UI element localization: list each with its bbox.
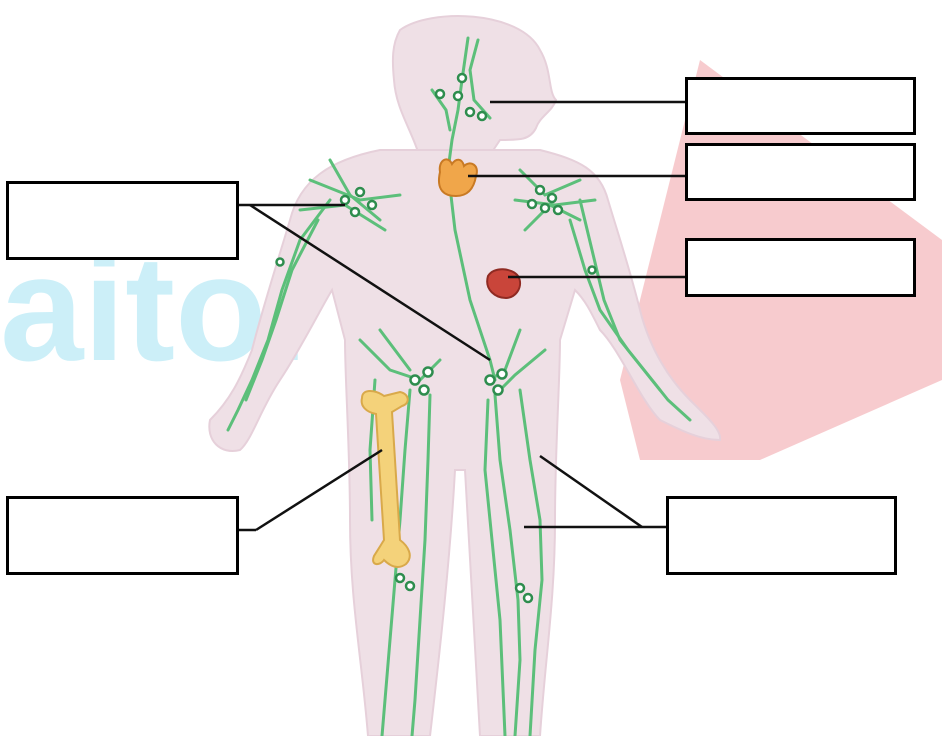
label-box-thymus[interactable] bbox=[685, 143, 916, 201]
lymph-node bbox=[494, 386, 503, 395]
lymph-node bbox=[554, 206, 562, 214]
lymph-node bbox=[356, 188, 364, 196]
lymph-node bbox=[368, 201, 376, 209]
lymph-node bbox=[458, 74, 466, 82]
lymph-node bbox=[436, 90, 444, 98]
lymph-node bbox=[524, 594, 532, 602]
lymph-node bbox=[548, 194, 556, 202]
lymph-node bbox=[406, 582, 414, 590]
lymph-node bbox=[536, 186, 544, 194]
label-box-spleen[interactable] bbox=[685, 238, 916, 297]
lymph-node bbox=[396, 574, 404, 582]
lymph-node bbox=[541, 204, 549, 212]
lymph-node bbox=[341, 196, 349, 204]
lymph-node bbox=[411, 376, 420, 385]
lymph-node bbox=[486, 376, 495, 385]
lymph-node bbox=[498, 370, 507, 379]
label-box-bone-marrow[interactable] bbox=[6, 496, 239, 575]
lymph-node bbox=[420, 386, 429, 395]
lymph-node bbox=[424, 368, 433, 377]
spleen bbox=[487, 269, 520, 298]
label-box-lymph-nodes[interactable] bbox=[6, 181, 239, 260]
lymph-node bbox=[589, 267, 596, 274]
lymph-node bbox=[516, 584, 524, 592]
head bbox=[393, 16, 556, 158]
lymph-node bbox=[351, 208, 359, 216]
lymph-node bbox=[466, 108, 474, 116]
lymph-node bbox=[454, 92, 462, 100]
lymph-node bbox=[277, 259, 284, 266]
lymph-node bbox=[528, 200, 536, 208]
label-box-tonsil[interactable] bbox=[685, 77, 916, 135]
label-box-lymphatic-vessels[interactable] bbox=[666, 496, 897, 575]
lymph-node bbox=[478, 112, 486, 120]
